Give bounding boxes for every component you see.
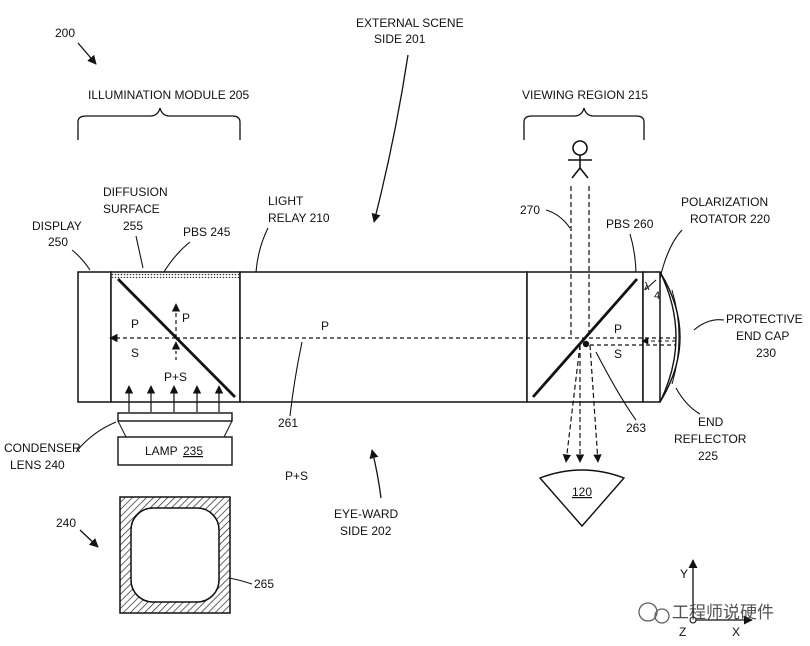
ps-below-label: P+S [285,469,308,483]
condenser-lens-frame-aperture [130,507,220,603]
ray-junction-dot [582,340,590,348]
ref-263-leader [595,351,637,421]
ref-270-leader [545,209,571,229]
figure-number-arrow [77,42,97,65]
light-relay-label-line1: LIGHT [268,194,304,208]
pol-s-right: S [614,347,622,361]
end-reflector-leader [675,387,701,415]
axis-x-label: X [732,625,740,639]
illumination-module-brace [77,107,241,140]
pol-p-relay: P [321,319,329,333]
quarter-wave-slash [644,279,657,291]
ref-270-label: 270 [520,203,540,217]
ref-240-label: 240 [56,516,76,530]
external-scene-label-line2: SIDE 201 [374,32,426,46]
viewing-rays [562,186,602,463]
eye-icon [538,469,626,528]
light-relay-leader [255,227,269,273]
axis-z-label: Z [679,625,686,639]
end-reflector-label-line1: END [698,415,724,429]
eyeward-label-line2: SIDE 202 [340,524,392,538]
watermark-chat-icon [638,602,658,622]
diffusion-surface-leader [135,235,144,269]
end-reflector-label-line3: 225 [698,449,718,463]
lamp-box [117,436,233,466]
end-reflector-label-line2: REFLECTOR [674,432,747,446]
eye-120-label: 120 [572,485,592,499]
display-leader [71,249,91,271]
axis-y-label: Y [680,567,688,581]
display-label-line1: DISPLAY [32,219,82,233]
protective-end-cap-inner [671,289,680,385]
condenser-lens-sides [117,420,233,438]
external-scene-label-line1: EXTERNAL SCENE [356,16,464,30]
pol-p-right: P [614,322,622,336]
polarization-rotator-leader [659,229,683,279]
coordinate-axes [688,559,753,625]
pol-p-left: P [131,317,139,331]
pbs-260-label: PBS 260 [606,217,654,231]
protective-end-cap-label-line2: END CAP [736,329,789,343]
ref-240-arrow [79,529,99,548]
ref-263-label: 263 [626,421,646,435]
condenser-lens-label-line1: CONDENSER [4,441,81,455]
pol-s-left: S [131,346,139,360]
diffusion-surface-label-line1: DIFFUSION [103,185,168,199]
viewing-region-label: VIEWING REGION 215 [522,88,648,102]
polarization-rotator-label-line2: ROTATOR 220 [690,212,770,226]
eyeward-arrow [369,449,382,499]
pol-p-up: P [182,311,190,325]
lamp-light-arrows [124,385,224,412]
diffusion-surface [112,272,239,278]
viewing-region-brace [523,107,645,140]
lamp-label: LAMP [145,444,178,458]
light-relay [239,271,528,403]
protective-end-cap-leader [693,319,725,331]
pol-ps-mid: P+S [164,370,187,384]
light-relay-label-line2: RELAY 210 [268,211,330,225]
lamp-number: 235 [183,444,203,458]
condenser-lens-leader [75,421,117,453]
quarter-wave-four: 4 [654,290,660,302]
watermark: 工程师说硬件 [638,602,774,624]
condenser-lens [117,412,233,422]
condenser-lens-label-line2: LENS 240 [10,458,65,472]
ref-261-leader [289,341,303,417]
illumination-module-label: ILLUMINATION MODULE 205 [88,88,249,102]
protective-end-cap-outer [659,271,681,403]
pbs-260-leader [629,233,637,277]
eyeward-label-line1: EYE-WARD [334,507,399,521]
pbs-245-label: PBS 245 [183,225,231,239]
polarization-rotator-plate [642,271,661,403]
external-scene-arrow [371,54,409,223]
diffusion-surface-label-line3: 255 [123,219,143,233]
viewer-person-icon [568,140,592,179]
ref-261-label: 261 [278,416,298,430]
protective-end-cap-label-line1: PROTECTIVE [726,312,803,326]
end-reflector [659,271,677,403]
watermark-text: 工程师说硬件 [672,603,774,623]
display-panel [77,271,112,403]
protective-end-cap-label-line3: 230 [756,346,776,360]
ref-265-label: 265 [254,577,274,591]
figure-number: 200 [55,26,75,40]
diffusion-surface-label-line2: SURFACE [103,202,160,216]
ref-265-leader [228,577,253,585]
quarter-wave-lambda: λ [644,281,650,293]
polarization-rotator-label-line1: POLARIZATION [681,195,768,209]
display-label-line2: 250 [48,235,68,249]
